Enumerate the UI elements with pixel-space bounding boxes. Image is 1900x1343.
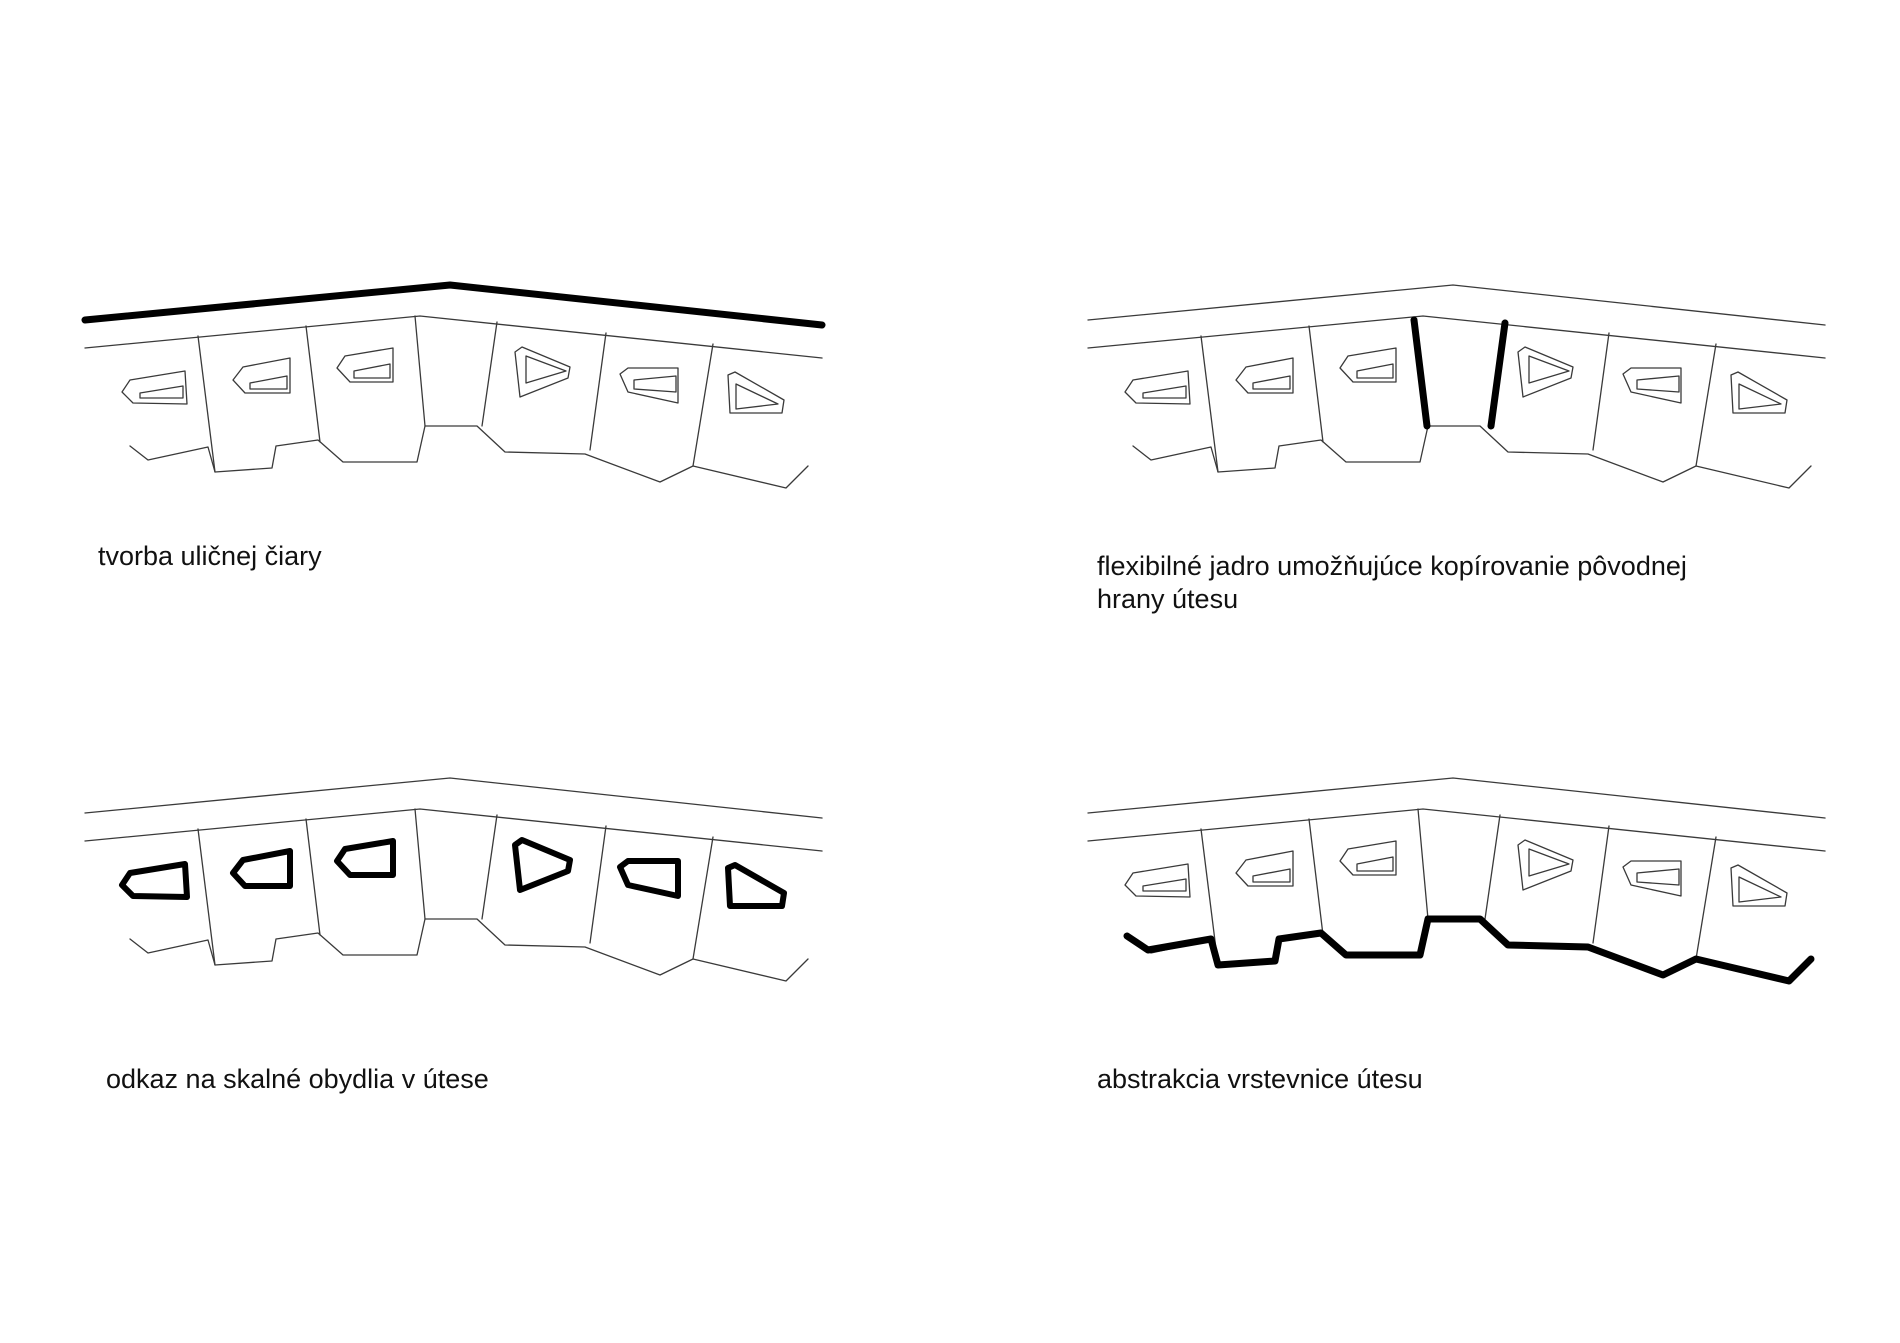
window-inner-outline	[1252, 868, 1291, 883]
panel-cliff-contour: abstrakcia vrstevnice útesu	[1087, 777, 1826, 1094]
window-inner-outline	[525, 355, 567, 384]
rock-dwelling-window	[230, 848, 293, 889]
house-divider-line	[1484, 814, 1501, 920]
house-divider-line	[1417, 808, 1429, 920]
house-divider-line	[305, 325, 321, 443]
window-inner-outline	[1528, 848, 1570, 877]
house-divider-line	[692, 343, 714, 467]
site-plan	[1087, 777, 1826, 982]
house-divider-line	[1308, 325, 1324, 443]
house-divider-line	[1200, 335, 1219, 473]
rear-edge-line	[129, 918, 809, 982]
window-inner-outline	[139, 385, 184, 399]
house-divider-line	[1695, 343, 1717, 467]
caption-line: abstrakcia vrstevnice útesu	[1097, 1064, 1423, 1094]
house-divider-line	[1695, 836, 1717, 960]
caption-line: hrany útesu	[1097, 584, 1238, 614]
core-wall-highlight	[1487, 319, 1509, 430]
panel-flexible-core: flexibilné jadro umožňujúce kopírovanie …	[1087, 284, 1826, 614]
building-frontage-line	[1087, 315, 1826, 359]
rock-dwelling-window	[725, 862, 787, 909]
highlight-overlay	[1410, 316, 1509, 430]
rock-dwelling-window	[119, 861, 190, 900]
window-inner-outline	[633, 375, 677, 393]
house-divider-line	[414, 808, 426, 920]
window-inner-outline	[1252, 375, 1291, 390]
window-inner-outline	[1738, 383, 1782, 410]
core-wall-highlight	[1410, 316, 1431, 430]
panel-caption: flexibilné jadro umožňujúce kopírovanie …	[1097, 551, 1694, 614]
cliff-contour-highlight	[1123, 915, 1815, 985]
street-edge-line	[1087, 777, 1826, 819]
house-divider-line	[1592, 825, 1610, 944]
window-inner-outline	[353, 363, 391, 379]
panel-caption: odkaz na skalné obydlia v útese	[106, 1064, 489, 1094]
window-inner-outline	[1636, 375, 1680, 393]
street-edge-line	[84, 777, 823, 819]
caption-line: odkaz na skalné obydlia v útese	[106, 1064, 489, 1094]
house-divider-line	[589, 825, 607, 944]
house-divider-line	[1592, 332, 1610, 451]
panel-rock-dwellings: odkaz na skalné obydlia v útese	[84, 777, 823, 1094]
rock-dwelling-window	[334, 838, 396, 878]
rock-dwelling-window	[512, 837, 573, 893]
panel-street-line: tvorba uličnej čiary	[81, 281, 826, 571]
house-divider-line	[197, 335, 216, 473]
building-frontage-line	[1087, 808, 1826, 852]
house-divider-line	[481, 814, 498, 920]
window-inner-outline	[1142, 385, 1187, 399]
window-inner-outline	[249, 375, 288, 390]
site-plan	[84, 777, 823, 982]
rear-edge-line	[1132, 918, 1812, 982]
house-divider-line	[305, 818, 321, 936]
street-line-highlight	[81, 281, 826, 329]
site-plan	[1087, 284, 1826, 489]
street-edge-line	[1087, 284, 1826, 326]
house-divider-line	[589, 332, 607, 451]
rear-edge-line	[1132, 425, 1812, 489]
window-inner-outline	[1356, 856, 1394, 872]
highlight-overlay	[1123, 915, 1815, 985]
window-inner-outline	[1142, 878, 1187, 892]
window-inner-outline	[1738, 876, 1782, 903]
panel-caption: tvorba uličnej čiary	[98, 541, 322, 571]
building-frontage-line	[84, 808, 823, 852]
highlight-overlay	[81, 281, 826, 329]
rock-dwelling-window	[617, 858, 681, 899]
house-divider-line	[692, 836, 714, 960]
window-inner-outline	[1528, 355, 1570, 384]
caption-line: tvorba uličnej čiary	[98, 541, 322, 571]
panel-caption: abstrakcia vrstevnice útesu	[1097, 1064, 1423, 1094]
caption-line: flexibilné jadro umožňujúce kopírovanie …	[1097, 551, 1687, 581]
house-divider-line	[197, 828, 216, 966]
window-inner-outline	[1636, 868, 1680, 886]
site-plan	[84, 315, 823, 489]
rear-edge-line	[129, 425, 809, 489]
house-divider-line	[481, 321, 498, 427]
building-frontage-line	[84, 315, 823, 359]
window-inner-outline	[735, 383, 779, 410]
highlight-overlay	[119, 837, 787, 909]
house-divider-line	[1308, 818, 1324, 936]
window-inner-outline	[1356, 363, 1394, 379]
house-divider-line	[414, 315, 426, 427]
